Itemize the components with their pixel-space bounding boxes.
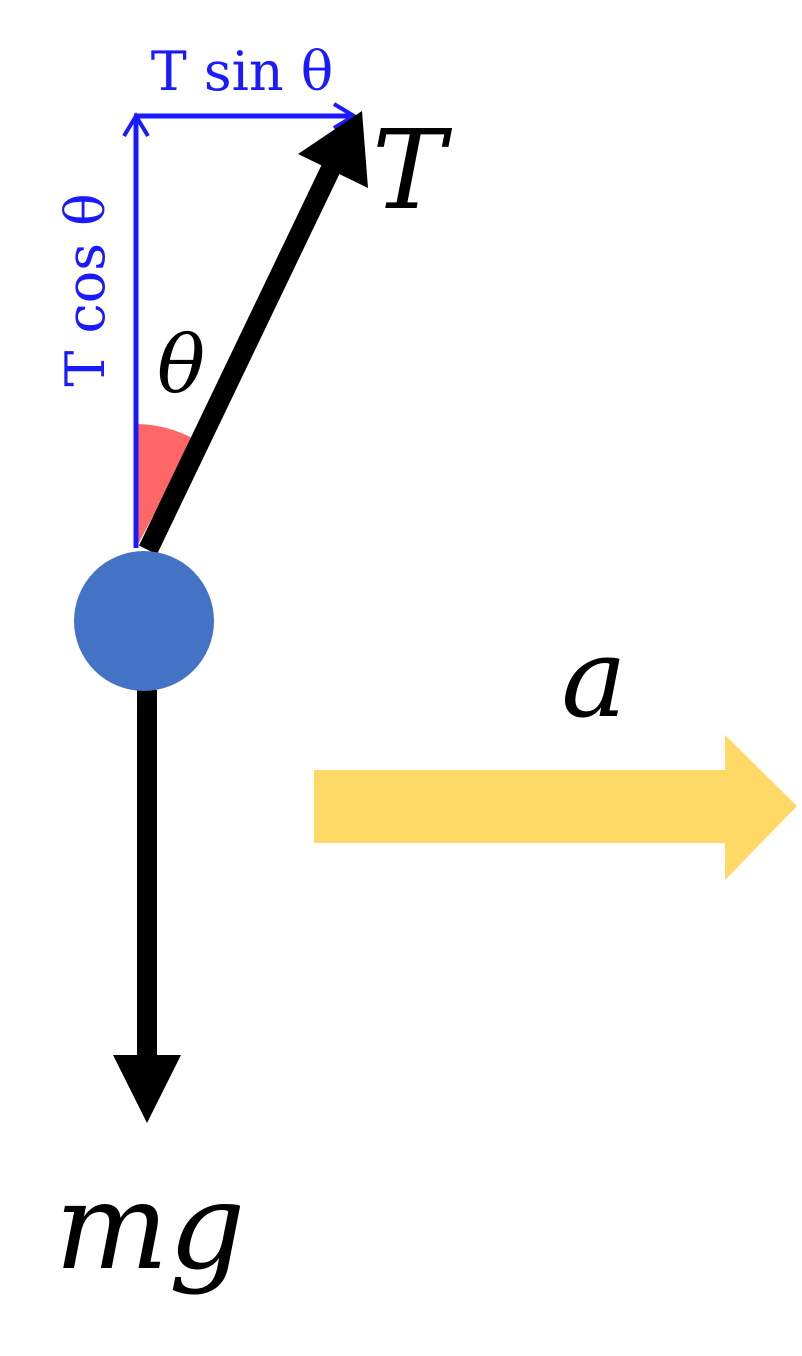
angle-wedge: [136, 424, 194, 548]
acceleration-label: a: [561, 614, 627, 742]
tension-arrow: [138, 111, 368, 555]
horizontal-component-arrow: [134, 102, 358, 130]
horizontal-component-label: T sin θ: [151, 40, 334, 103]
tension-label: T: [372, 106, 453, 234]
vertical-component-label: T cos θ: [54, 193, 117, 386]
weight-arrow: [113, 690, 181, 1123]
angle-label: θ: [157, 318, 205, 411]
weight-label: mg: [55, 1158, 246, 1297]
acceleration-arrow: [314, 735, 797, 880]
mass-ball: [74, 551, 214, 691]
